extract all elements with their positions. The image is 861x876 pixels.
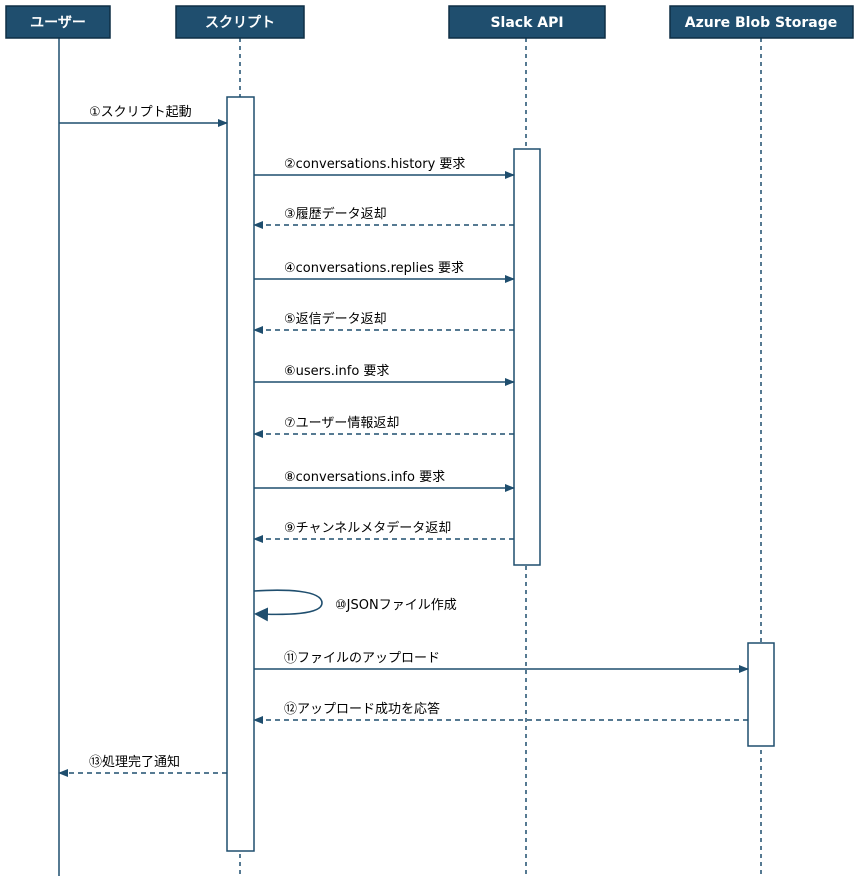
message-11-label: ⑪ファイルのアップロード (284, 651, 440, 666)
message-9: ⑨チャンネルメタデータ返却 (253, 520, 514, 543)
message-6: ⑥users.info 要求 (254, 364, 515, 386)
message-4: ④conversations.replies 要求 (254, 261, 515, 283)
message-13: ⑬処理完了通知 (58, 754, 227, 777)
message-4-label: ④conversations.replies 要求 (284, 261, 464, 276)
message-12: ⑫アップロード成功を応答 (253, 701, 748, 724)
actor-script-label: スクリプト (205, 15, 275, 31)
actor-user: ユーザー (5, 5, 111, 39)
actor-azure: Azure Blob Storage (669, 5, 854, 39)
message-5-label: ⑤返信データ返却 (284, 311, 387, 327)
actor-slack-label: Slack API (490, 15, 563, 31)
message-3-label: ③履歴データ返却 (284, 206, 387, 222)
message-9-label: ⑨チャンネルメタデータ返却 (284, 520, 451, 536)
message-5: ⑤返信データ返却 (253, 311, 514, 334)
message-7: ⑦ユーザー情報返却 (253, 416, 514, 438)
message-2-label: ②conversations.history 要求 (284, 157, 465, 172)
activation-azure (747, 642, 775, 747)
message-8-label: ⑧conversations.info 要求 (284, 470, 445, 485)
message-8: ⑧conversations.info 要求 (254, 470, 515, 492)
message-11: ⑪ファイルのアップロード (254, 651, 749, 673)
activation-slack (513, 148, 541, 566)
actor-slack: Slack API (448, 5, 606, 39)
actor-script: スクリプト (175, 5, 305, 39)
actor-azure-label: Azure Blob Storage (685, 15, 837, 31)
message-12-label: ⑫アップロード成功を応答 (284, 701, 440, 717)
message-7-label: ⑦ユーザー情報返却 (284, 416, 399, 431)
actor-user-label: ユーザー (30, 15, 86, 31)
message-13-label: ⑬処理完了通知 (89, 754, 180, 770)
message-1-label: ①スクリプト起動 (89, 105, 192, 120)
message-10-self: ⑩JSONファイル作成 (253, 589, 457, 622)
activation-script (226, 96, 255, 852)
message-2: ②conversations.history 要求 (254, 157, 515, 179)
message-6-label: ⑥users.info 要求 (284, 364, 389, 379)
message-3: ③履歴データ返却 (253, 206, 514, 229)
message-10-label: ⑩JSONファイル作成 (335, 598, 457, 613)
message-1: ①スクリプト起動 (59, 105, 228, 127)
